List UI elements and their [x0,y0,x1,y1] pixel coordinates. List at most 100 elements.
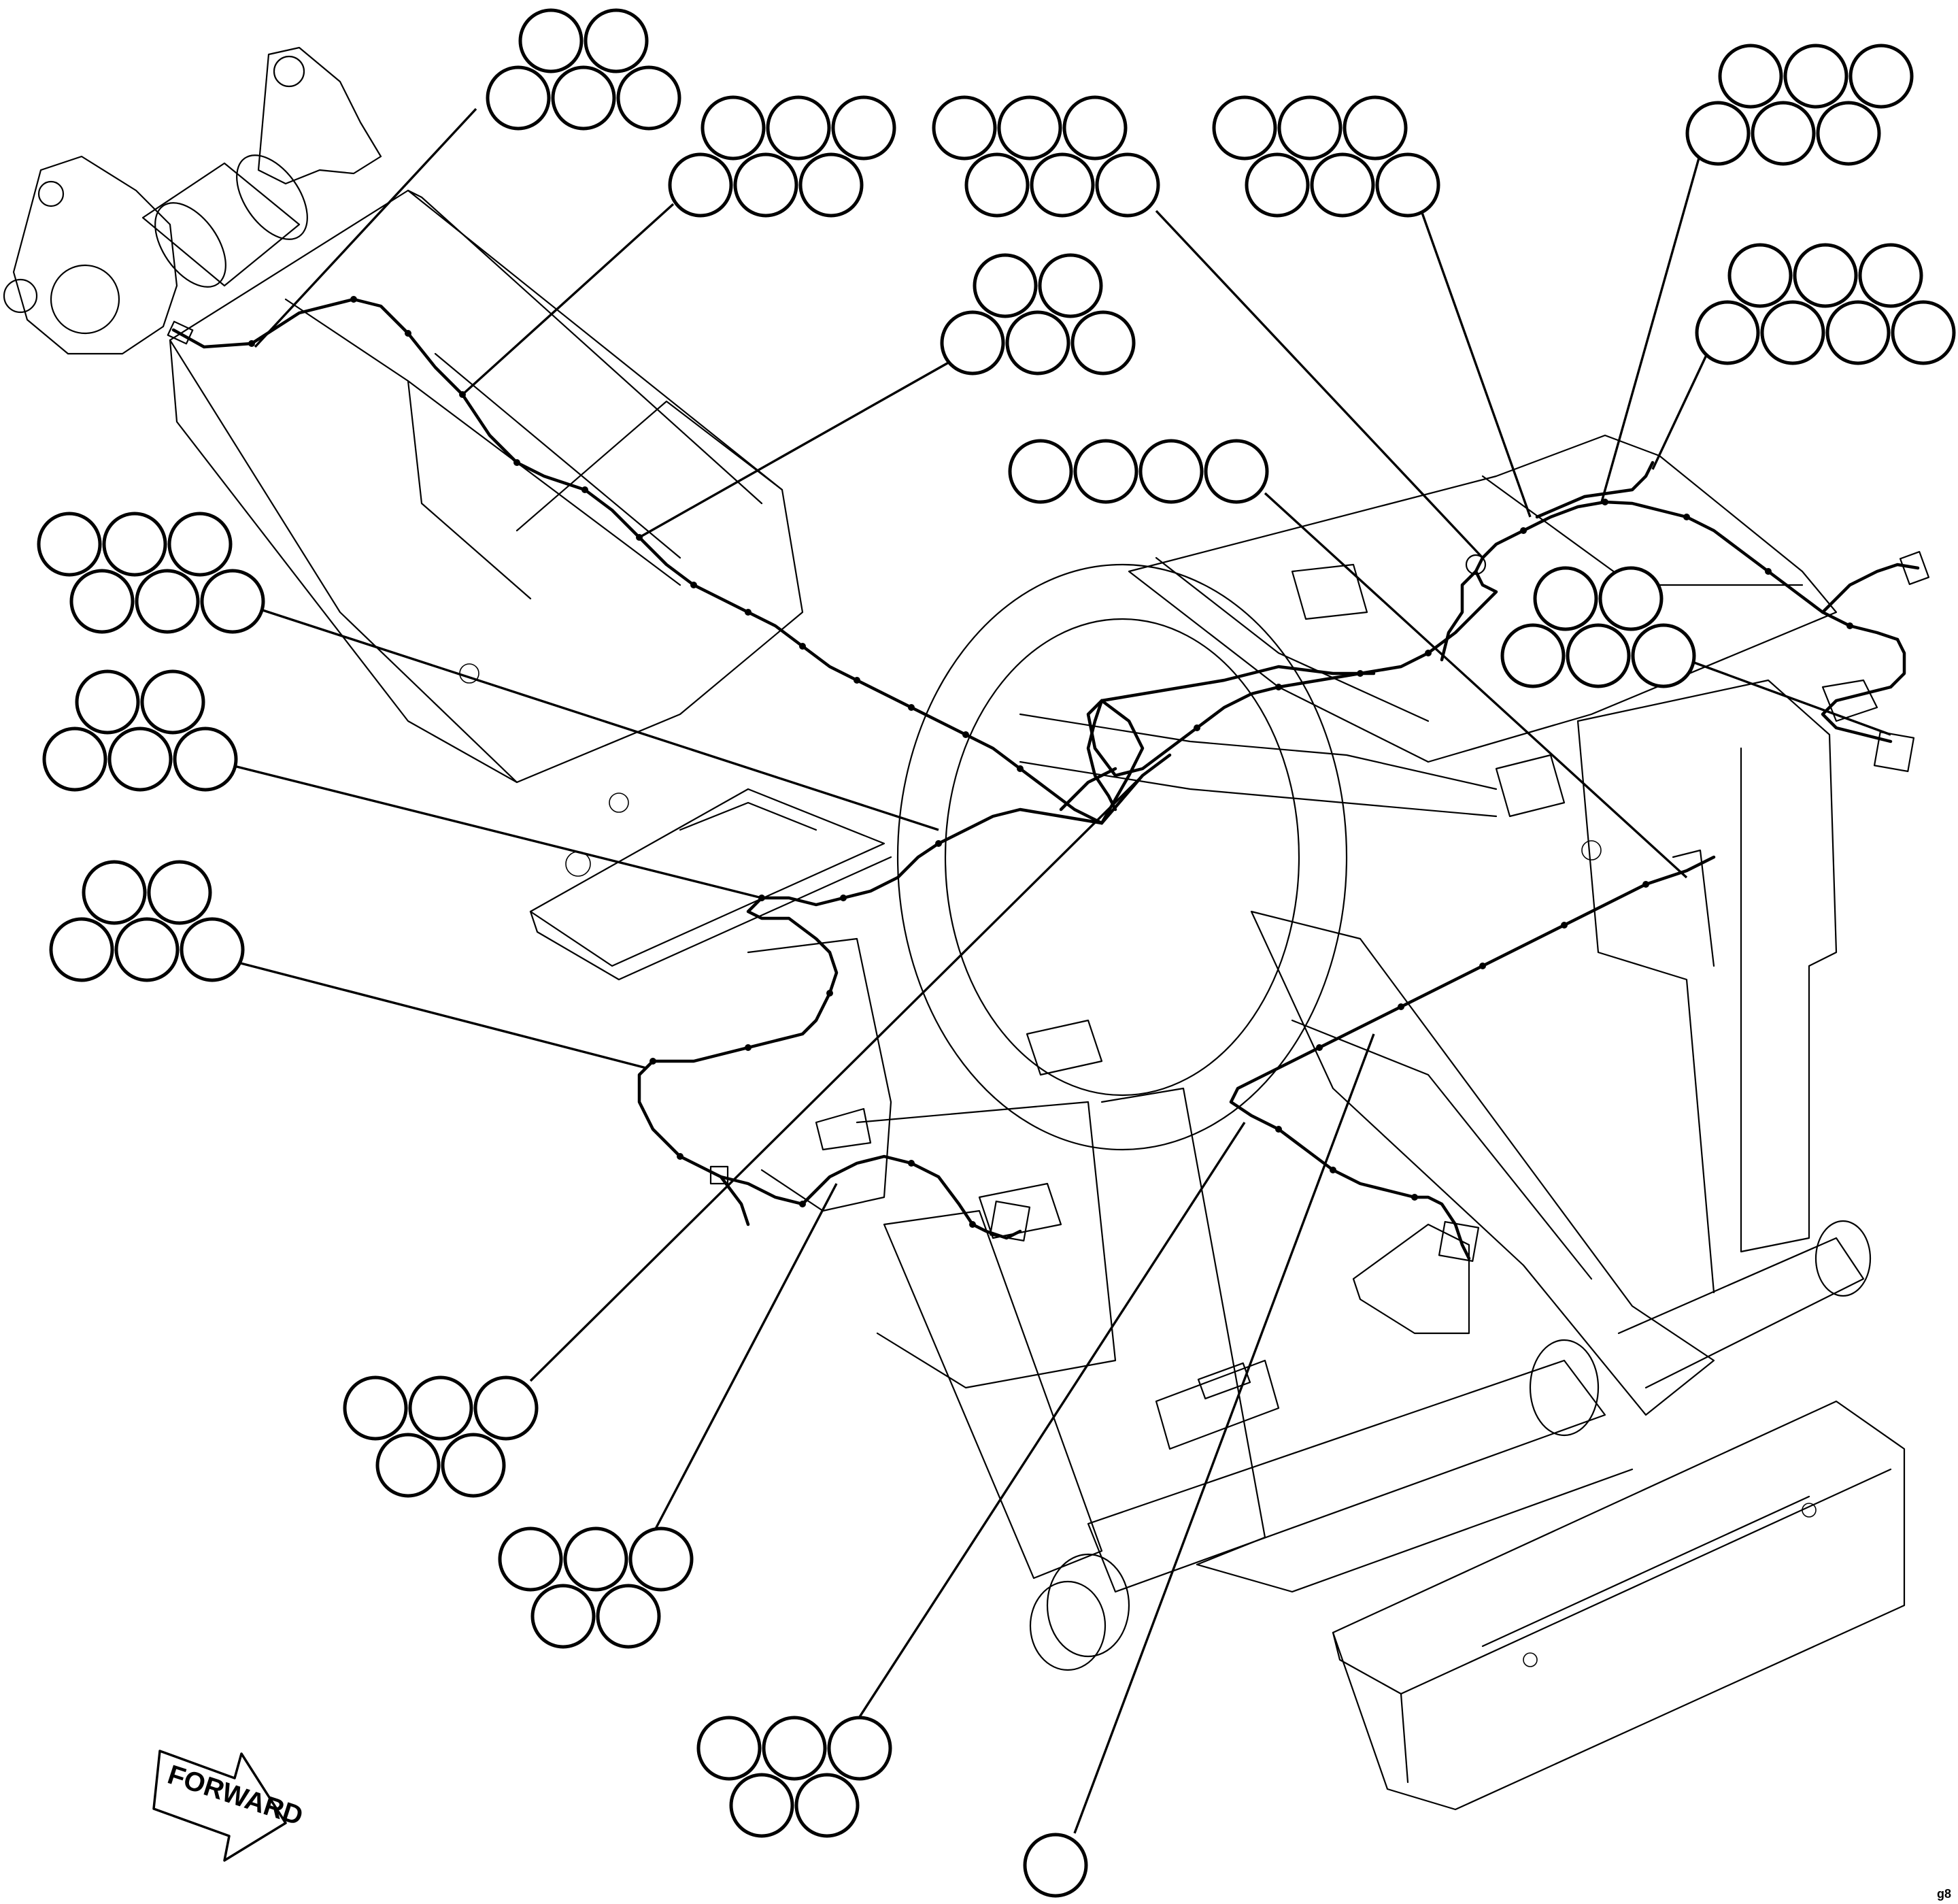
callout-bubble [964,152,1030,218]
callout-2 [668,95,896,218]
callout-bubble [167,512,233,577]
connector-right [1873,731,1915,773]
callout-bubble [1204,439,1269,504]
callout-bubble [616,65,681,131]
callout-3 [932,95,1160,218]
callout-leader-lines [231,107,1891,1834]
callout-bubble-groups [37,8,1956,1898]
callout-bubble [1500,623,1566,688]
connector-left [167,320,194,345]
callout-bubble [530,1584,596,1649]
callout-bubble [973,253,1038,318]
callout-bubble [180,917,245,982]
callout-bubble [147,860,212,925]
callout-bubble [1138,439,1204,504]
forward-direction-arrow: FORWARD [152,1750,307,1862]
callout-bubble [140,669,205,735]
callout-bubble [473,1375,539,1441]
callout-bubble [1533,566,1598,631]
callout-bubble [49,917,114,982]
callout-bubble [831,95,896,161]
callout-bubble [1095,152,1160,218]
callout-bubble [1783,44,1849,109]
callout-4 [1212,95,1440,218]
callout-bubble [37,512,102,577]
callout-bubble [827,1716,892,1781]
callout-bubble [1631,623,1696,688]
callout-bubble [1891,300,1956,365]
callout-bubble [1718,44,1783,109]
callout-6 [1695,243,1956,365]
callout-bubble [200,569,265,634]
callout-bubble [1858,243,1923,308]
callout-bubble [584,8,649,73]
callout-7 [940,253,1136,375]
callout-bubble [343,1375,408,1441]
callout-bubble [1685,101,1751,166]
callout-bubble [1375,152,1440,218]
callout-bubble [1038,253,1103,318]
callout-8 [1008,439,1269,504]
callout-bubble [173,726,238,792]
callout-bubble [441,1433,506,1498]
callout-bubble [102,512,167,577]
callout-bubble [1751,101,1816,166]
connector-lower-left [709,1165,729,1185]
callout-9 [37,512,265,634]
callout-bubble [701,95,766,161]
callout-1 [486,8,681,131]
callout-bubble [766,95,831,161]
callout-bubble [82,860,147,925]
callout-bubble [1062,95,1128,161]
callout-bubble [408,1375,473,1441]
callout-15 [696,1716,892,1838]
callout-bubble [1793,243,1858,308]
connector-upper-right [1899,550,1930,586]
callout-bubble [794,1773,860,1838]
callout-bubble [1070,310,1136,375]
callout-bubble [1849,44,1914,109]
callout-bubble [1023,1833,1088,1898]
callout-bubble [696,1716,762,1781]
machine-frame-outline [3,46,1906,1811]
callout-bubble [1760,300,1825,365]
callout-bubble [518,8,584,73]
callout-bubble [69,569,135,634]
callout-bubble [1073,439,1138,504]
callout-bubble [733,152,798,218]
callout-bubble [1825,300,1891,365]
callout-bubble [1816,101,1881,166]
callout-bubble [1008,439,1073,504]
callout-bubble [551,65,616,131]
callout-bubble [1598,566,1664,631]
callout-bubble [486,65,551,131]
callout-bubble [1212,95,1277,161]
connector-ring [1465,554,1487,575]
callout-bubble [1005,310,1070,375]
connector-center-right [1438,1220,1480,1263]
callout-bubble [1343,95,1408,161]
callout-12 [1500,566,1696,688]
callout-bubble [596,1584,661,1649]
callout-bubble [940,310,1005,375]
callout-bubble [75,669,140,735]
callout-bubble [932,95,997,161]
callout-bubble [563,1526,628,1592]
callout-bubble [997,95,1062,161]
callout-bubble [107,726,173,792]
callout-bubble [1695,300,1760,365]
callout-bubble [498,1526,563,1592]
callout-bubble [114,917,180,982]
callout-bubble [798,152,864,218]
callout-bubble [762,1716,827,1781]
callout-13 [343,1375,539,1498]
callout-5 [1685,44,1914,166]
callout-bubble [135,569,200,634]
callout-11 [49,860,245,982]
callout-10 [42,669,238,792]
sheet-id: g8 [1937,1887,1951,1901]
connector-center-left [989,1200,1031,1242]
callout-bubble [1310,152,1375,218]
callout-bubble [42,726,107,792]
